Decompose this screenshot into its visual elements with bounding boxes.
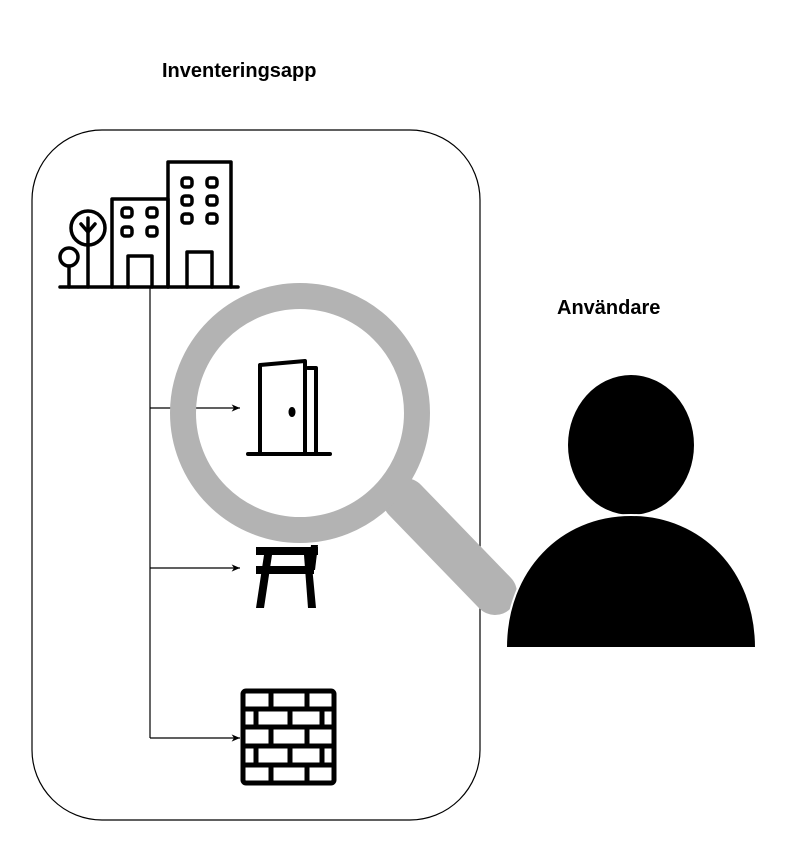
- magnifier-icon: [170, 283, 517, 615]
- brick-wall-icon: [240, 688, 337, 786]
- user-icon: [504, 375, 758, 649]
- connectors: [149, 287, 240, 742]
- app-title: Inventeringsapp: [162, 60, 317, 82]
- building-icon: [58, 160, 240, 289]
- chair-icon: [256, 545, 318, 608]
- app-container: [31, 129, 481, 821]
- door-icon: [246, 359, 332, 456]
- user-title: Användare: [557, 297, 661, 319]
